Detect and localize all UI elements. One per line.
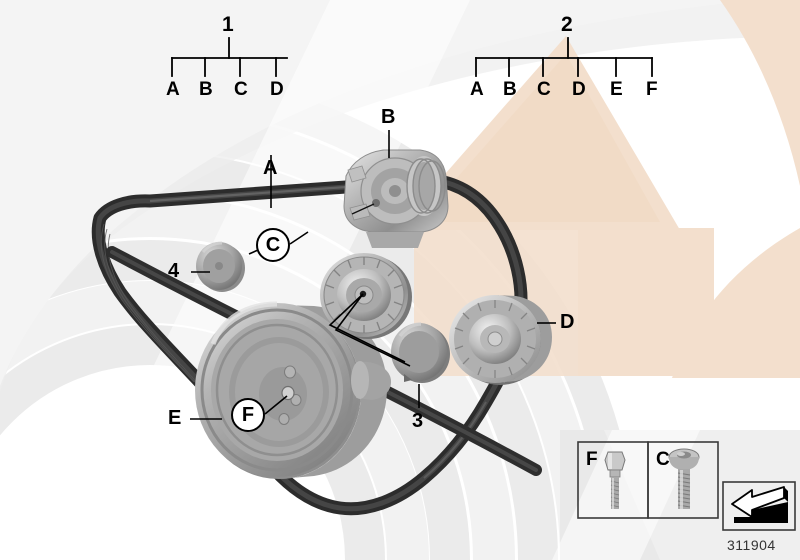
group2-item-b: B	[503, 79, 517, 100]
callout-cap-small-4: 4	[168, 260, 180, 282]
group1-item-a: A	[166, 79, 180, 100]
group1-item-b: B	[199, 79, 213, 100]
tensioner-assembly	[343, 149, 449, 248]
legend-screw-c-graphic	[668, 448, 700, 509]
group1-item-c: C	[234, 79, 248, 100]
group-number-1: 1	[222, 13, 234, 36]
deflection-pulley	[449, 295, 552, 385]
group1-item-d: D	[270, 79, 284, 100]
cap-large	[391, 322, 450, 383]
group-number-2: 2	[561, 13, 573, 36]
callout-belt-a: A	[263, 157, 278, 179]
legend-letter-c: C	[656, 449, 670, 470]
callout-crank-pulley-e: E	[168, 407, 182, 429]
cap-small	[196, 241, 245, 292]
callout-cap-large-3: 3	[412, 410, 424, 432]
three-d-arrow-icon	[731, 486, 788, 523]
legend-letter-f: F	[586, 449, 598, 470]
part-number: 311904	[727, 537, 776, 553]
group2-item-d: D	[572, 79, 586, 100]
group2-item-c: C	[537, 79, 551, 100]
callout-tensioner-assembly-b: B	[381, 106, 396, 128]
group2-item-e: E	[610, 79, 623, 100]
callout-circle-f: F	[231, 398, 265, 432]
group2-item-f: F	[646, 79, 658, 100]
crankshaft-pulley	[195, 301, 392, 479]
group2-item-a: A	[470, 79, 484, 100]
legend-bolt-f-graphic	[604, 451, 626, 509]
callout-circle-c: C	[256, 228, 290, 262]
callout-deflection-pulley-d: D	[560, 311, 575, 333]
